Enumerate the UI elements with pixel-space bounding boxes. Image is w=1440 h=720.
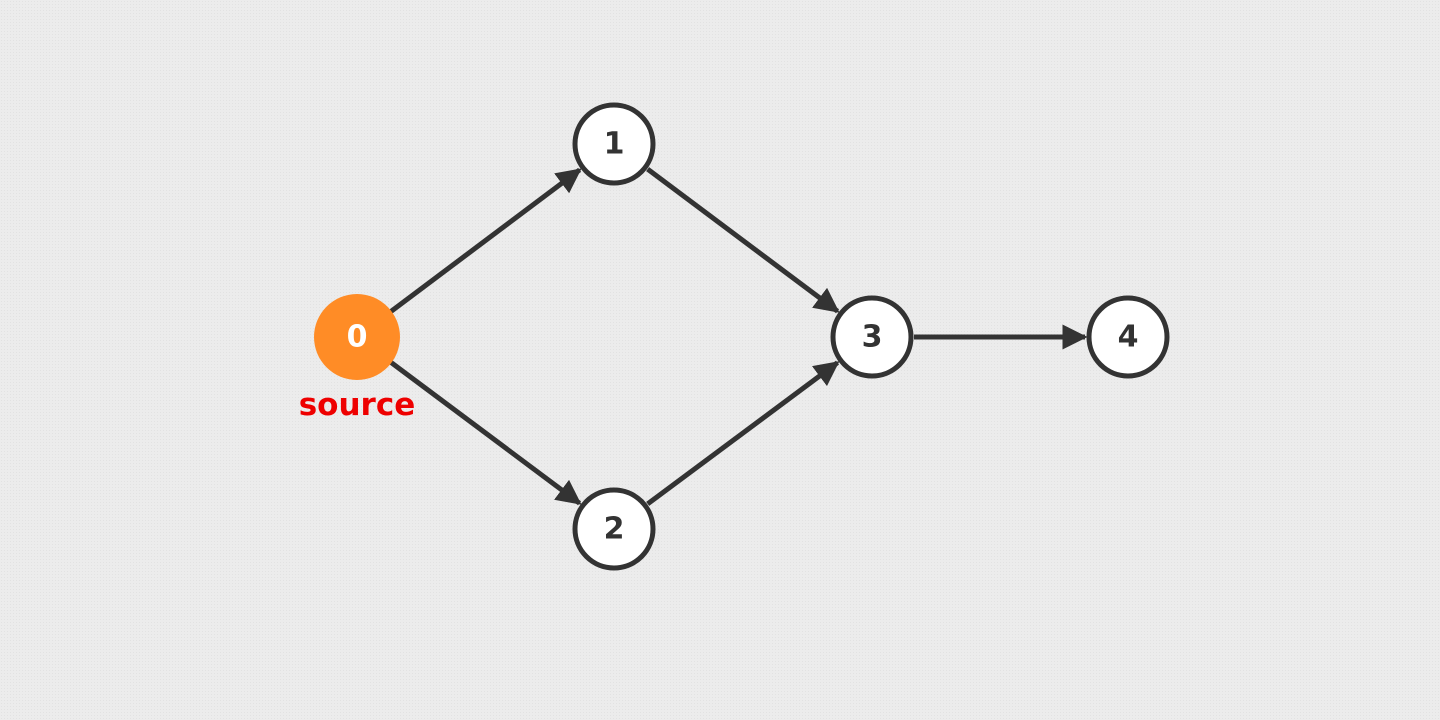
node-4[interactable]: 4 xyxy=(1086,295,1170,379)
node-label: 1 xyxy=(604,127,625,162)
node-circle xyxy=(1086,295,1170,379)
edge-0-2 xyxy=(389,360,582,506)
node-label: 4 xyxy=(1118,320,1139,355)
node-label: 0 xyxy=(347,320,368,355)
node-label: 3 xyxy=(862,320,883,355)
node-circle xyxy=(830,295,914,379)
edge-1-3 xyxy=(646,167,840,314)
node-0[interactable]: 0 xyxy=(314,294,400,380)
edges-layer xyxy=(389,167,1088,506)
node-3[interactable]: 3 xyxy=(830,295,914,379)
node-label: 2 xyxy=(604,512,625,547)
node-circle xyxy=(572,102,656,186)
node-circle xyxy=(314,294,400,380)
edge-0-1 xyxy=(389,167,582,314)
edge-2-3 xyxy=(646,360,840,506)
node-circle xyxy=(572,487,656,571)
node-1[interactable]: 1 xyxy=(572,102,656,186)
node-2[interactable]: 2 xyxy=(572,487,656,571)
source-label: source xyxy=(299,387,416,423)
nodes-layer: 0 1 2 3 4 xyxy=(314,102,1170,571)
